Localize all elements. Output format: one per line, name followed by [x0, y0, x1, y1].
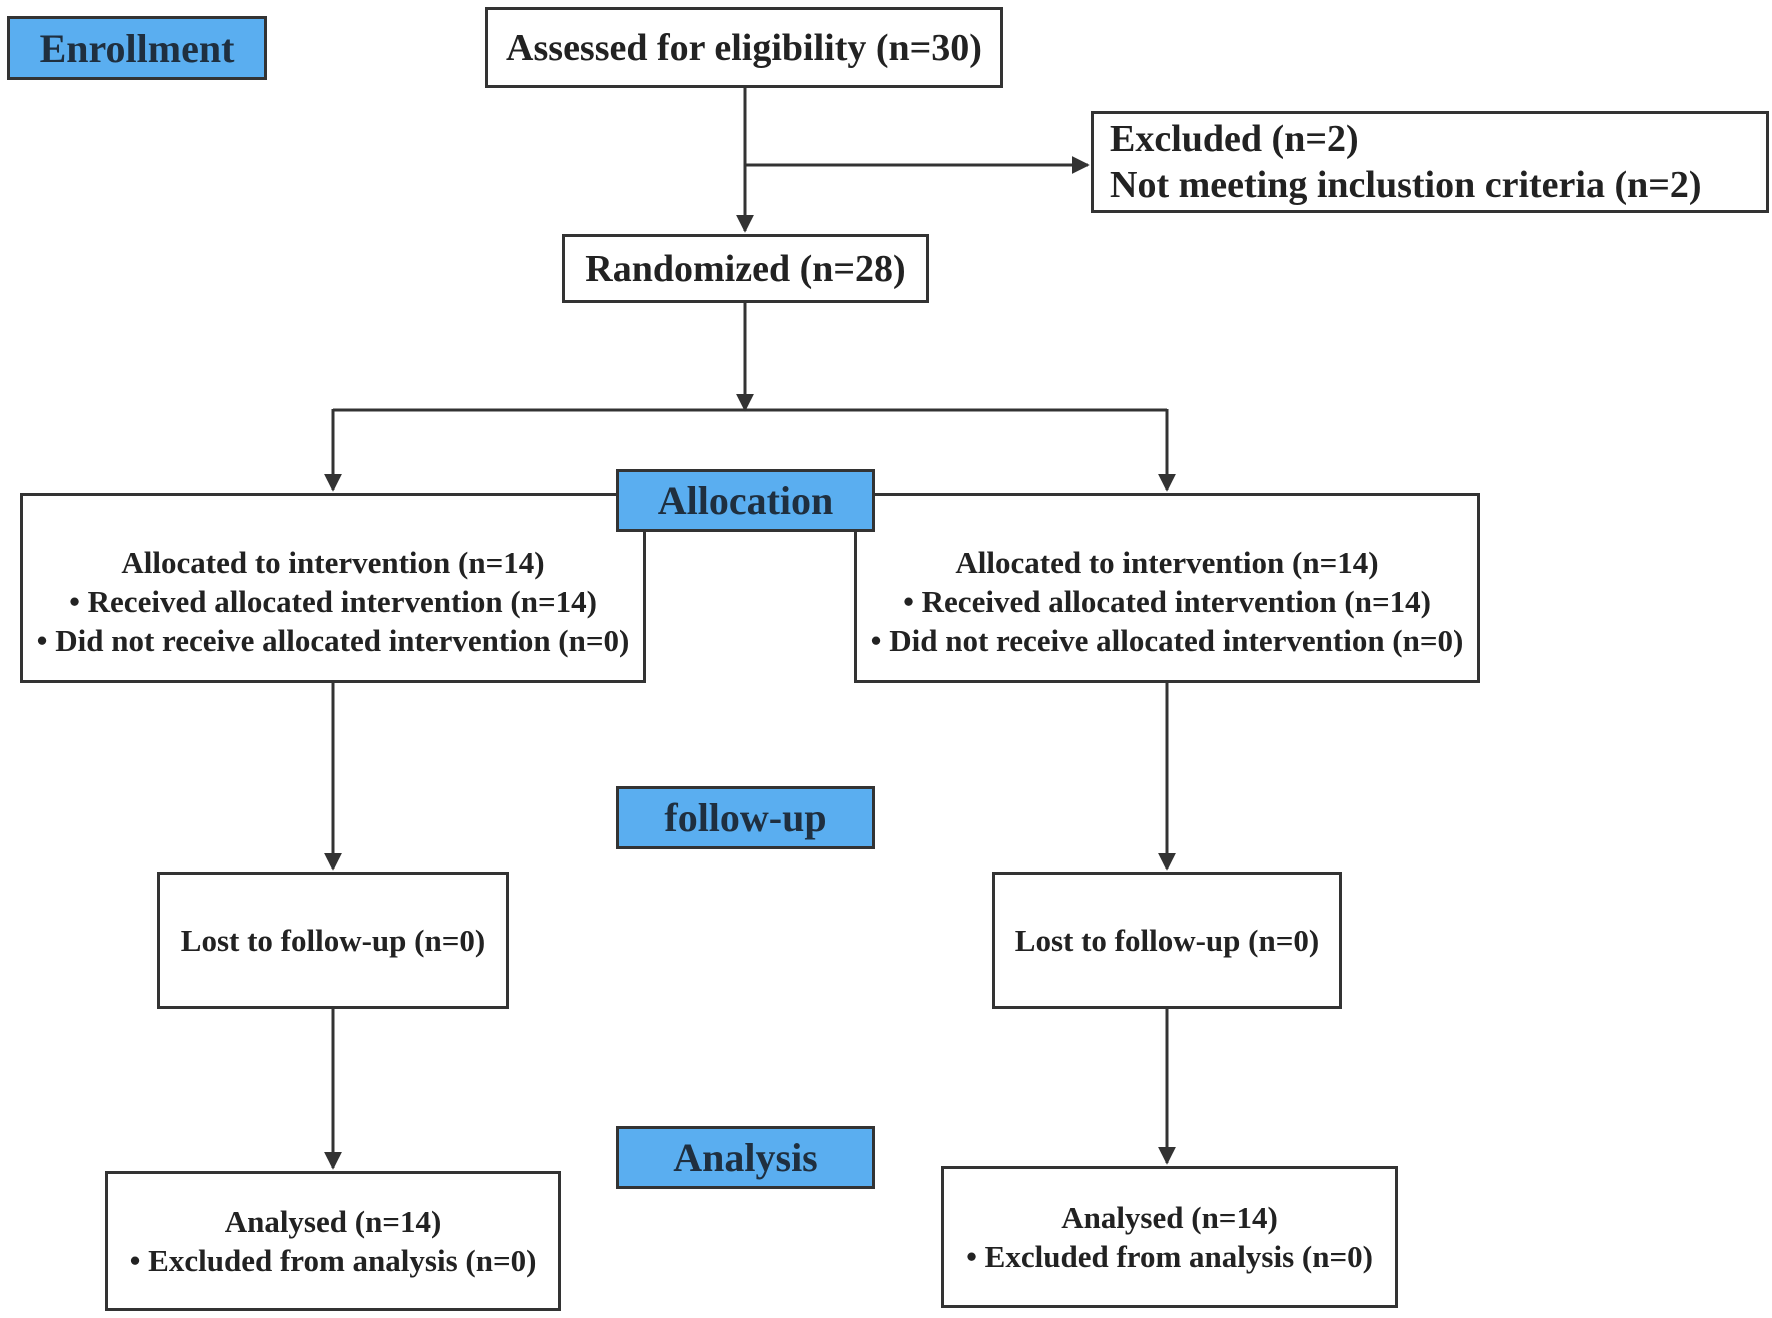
right-analysis-line: Analysed (n=14): [1061, 1200, 1278, 1235]
left-allocation-line: Allocated to intervention (n=14): [121, 544, 545, 580]
stage-enrollment-label: Enrollment: [39, 25, 235, 71]
excluded-title: Excluded (n=2): [1110, 118, 1359, 160]
right-allocation-line: • Received allocated intervention (n=14): [903, 583, 1431, 619]
stage-follow-up-label: follow-up: [664, 795, 827, 840]
left-analysis-box: Analysed (n=14) • Excluded from analysis…: [105, 1171, 561, 1311]
right-allocation-line: • Did not receive allocated intervention…: [870, 622, 1464, 658]
right-followup-box: Lost to follow-up (n=0): [992, 872, 1342, 1009]
left-allocation-line: • Did not receive allocated intervention…: [36, 622, 630, 658]
stage-enrollment: Enrollment: [7, 16, 267, 80]
stage-analysis: Analysis: [616, 1126, 875, 1189]
right-analysis-line: • Excluded from analysis (n=0): [966, 1239, 1373, 1274]
left-analysis-line: Analysed (n=14): [224, 1204, 442, 1239]
left-allocation-line: • Received allocated intervention (n=14): [69, 583, 597, 619]
left-followup-box: Lost to follow-up (n=0): [157, 872, 509, 1009]
randomized-label: Randomized (n=28): [585, 247, 906, 290]
right-followup-label: Lost to follow-up (n=0): [1014, 923, 1320, 958]
split-bar: [331, 408, 1169, 412]
stage-follow-up: follow-up: [616, 786, 875, 849]
right-analysis-box: Analysed (n=14) • Excluded from analysis…: [941, 1166, 1398, 1308]
stage-allocation-label: Allocation: [657, 478, 834, 523]
assessed-box: Assessed for eligibility (n=30): [485, 7, 1003, 88]
stage-allocation: Allocation: [616, 469, 875, 532]
stage-analysis-label: Analysis: [673, 1135, 818, 1180]
excluded-box: Excluded (n=2) Not meeting inclustion cr…: [1091, 111, 1769, 213]
left-allocation-box: Allocated to intervention (n=14) • Recei…: [20, 493, 646, 683]
excluded-reason: Not meeting inclustion criteria (n=2): [1110, 164, 1702, 206]
left-analysis-line: • Excluded from analysis (n=0): [129, 1243, 537, 1278]
right-allocation-box: Allocated to intervention (n=14) • Recei…: [854, 493, 1480, 683]
right-allocation-line: Allocated to intervention (n=14): [955, 544, 1379, 580]
left-followup-label: Lost to follow-up (n=0): [180, 923, 486, 958]
assessed-label: Assessed for eligibility (n=30): [506, 26, 982, 69]
randomized-box: Randomized (n=28): [562, 234, 929, 303]
